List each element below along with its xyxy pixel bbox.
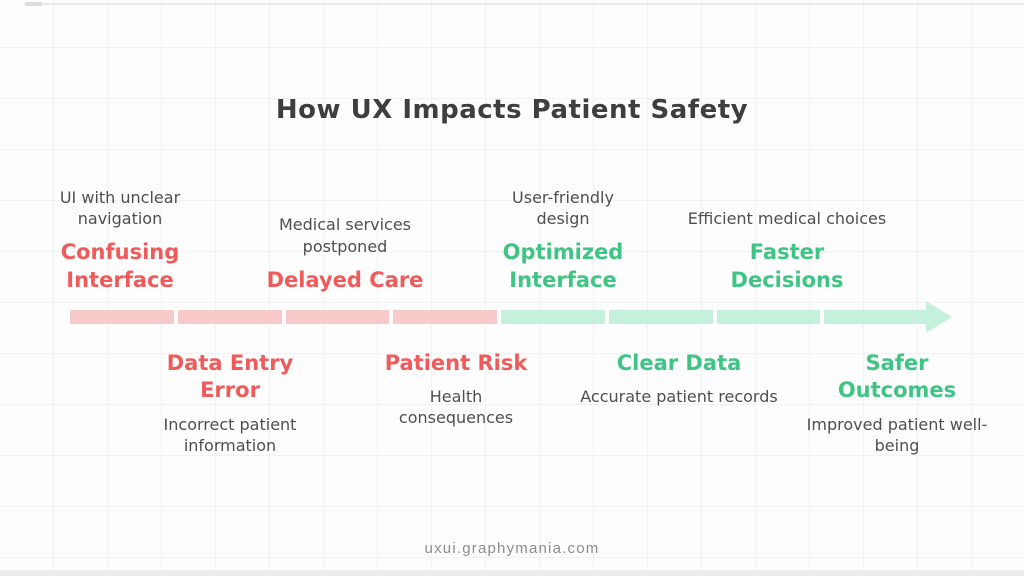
timeline-segment-positive — [824, 310, 928, 324]
stage-patient-risk: Patient Risk Health consequences — [361, 350, 551, 429]
stage-description: Incorrect patient information — [163, 414, 297, 455]
stage-optimized-interface: User-friendly design Optimized Interface — [488, 187, 638, 294]
stage-label: Optimized Interface — [502, 240, 624, 292]
timeline-segment-positive — [501, 310, 605, 324]
timeline-segment-negative — [285, 310, 390, 324]
arrow-head-icon — [926, 301, 952, 333]
stage-label: Faster Decisions — [730, 240, 844, 292]
stage-label: Patient Risk — [384, 351, 528, 375]
bottom-edge-strip — [0, 570, 1024, 576]
timeline-segment-negative — [70, 310, 174, 324]
timeline-segment-negative — [177, 310, 282, 324]
top-edge-notch — [26, 2, 42, 6]
stage-description: Medical services postponed — [278, 215, 412, 256]
stage-label: Delayed Care — [266, 267, 424, 292]
top-edge-line — [24, 3, 1024, 5]
stage-clear-data: Clear Data Accurate patient records — [579, 350, 779, 407]
website-url: uxui.graphymania.com — [424, 540, 600, 557]
stage-delayed-care: Medical services postponed Delayed Care — [245, 214, 445, 294]
stage-description: Accurate patient records — [580, 387, 778, 407]
stage-confusing-interface: UI with unclear navigation Confusing Int… — [30, 187, 210, 294]
stage-description: User-friendly design — [512, 188, 614, 229]
stage-description: UI with unclear navigation — [59, 188, 181, 229]
stage-label: Confusing Interface — [60, 240, 180, 292]
stage-description: Health consequences — [398, 387, 514, 428]
stage-faster-decisions: Efficient medical choices Faster Decisio… — [687, 208, 887, 294]
stage-data-entry-error: Data Entry Error Incorrect patient infor… — [130, 350, 330, 456]
timeline-segment-negative — [393, 310, 497, 324]
stage-safer-outcomes: Safer Outcomes Improved patient well-bei… — [802, 350, 992, 456]
stage-description: Efficient medical choices — [687, 209, 887, 229]
timeline-bar — [70, 310, 928, 324]
stage-label: Safer Outcomes — [837, 351, 957, 403]
timeline-segment-positive — [608, 310, 713, 324]
page-title: How UX Impacts Patient Safety — [275, 95, 749, 125]
stage-description: Improved patient well-being — [806, 414, 988, 455]
stage-label: Data Entry Error — [166, 351, 294, 403]
stage-label: Clear Data — [616, 351, 742, 375]
timeline-segment-positive — [716, 310, 821, 324]
